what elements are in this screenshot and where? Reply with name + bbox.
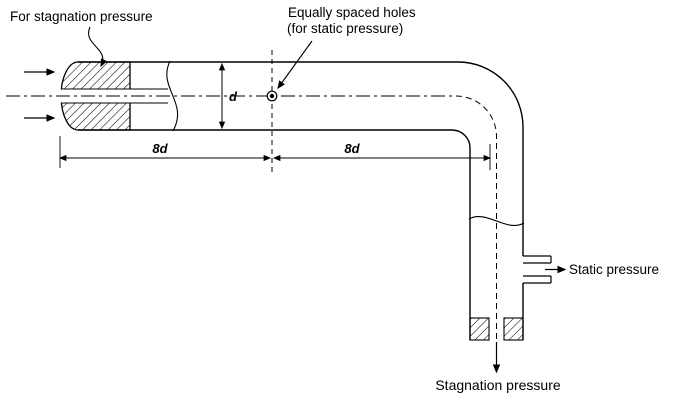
break-lines	[166, 60, 525, 226]
stagnation-nose-hatch	[59, 61, 175, 131]
static-pressure-label: Static pressure	[545, 262, 659, 277]
holes-label-line2: (for static pressure)	[287, 21, 403, 36]
break-line-vertical-tube	[468, 216, 525, 226]
bottom-hatch	[469, 317, 524, 341]
stagnation-leader-line	[88, 26, 108, 68]
bottom-hatch-right	[503, 317, 524, 341]
static-pressure-text: Static pressure	[569, 262, 659, 277]
stagnation-pressure-text: Stagnation pressure	[435, 377, 561, 393]
pipe-centerline-vertical	[455, 95, 497, 342]
holes-leader-arrow	[277, 40, 313, 90]
flow-arrows	[24, 68, 56, 122]
stagnation-top-text: For stagnation pressure	[10, 9, 153, 24]
holes-label-line1: Equally spaced holes	[288, 5, 416, 20]
holes-label: Equally spaced holes (for static pressur…	[277, 5, 416, 90]
bend-inner-arc	[451, 129, 471, 149]
stagnation-outlet: Stagnation pressure	[435, 342, 561, 393]
hole-center	[269, 93, 275, 99]
span-label-right: 8d	[344, 141, 360, 156]
break-line-horizontal-tube	[166, 60, 179, 132]
pitot-tube-body	[78, 61, 524, 340]
static-tap	[523, 255, 552, 284]
stagnation-label-top: For stagnation pressure	[10, 9, 153, 68]
span-label-left: 8d	[152, 141, 168, 156]
bottom-hatch-left	[469, 317, 490, 341]
diameter-dimension: d	[218, 62, 238, 130]
bend-outer-arc	[457, 61, 524, 128]
span-dimensions: 8d 8d	[58, 136, 492, 170]
static-hole-dot	[266, 90, 278, 102]
diameter-label: d	[229, 89, 238, 104]
